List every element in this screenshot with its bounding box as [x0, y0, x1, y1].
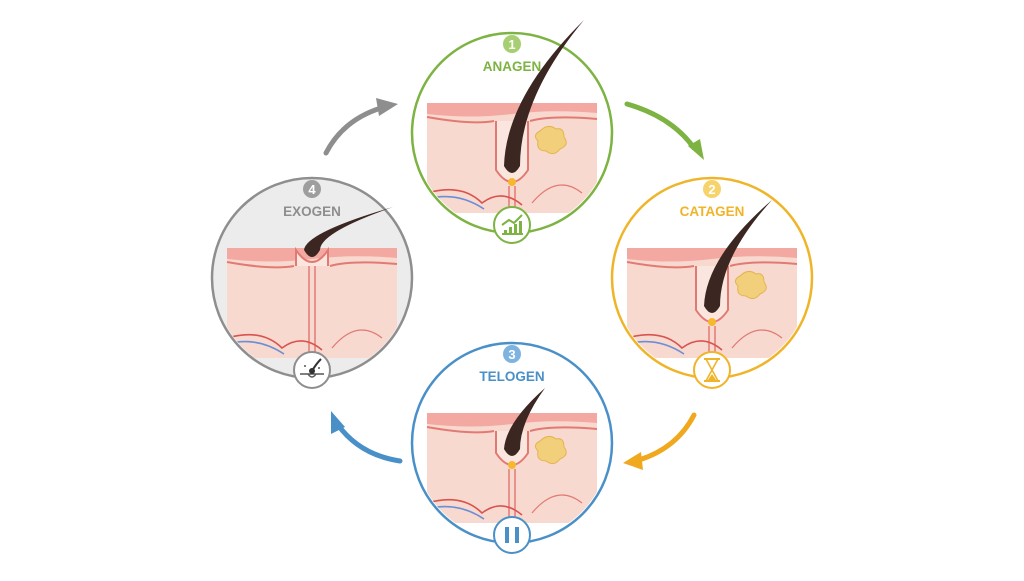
chart-bar-2 — [514, 224, 517, 234]
cycle-arrows — [323, 98, 704, 470]
telogen-icon-badge — [493, 516, 531, 554]
telogen-dermis-line-left — [426, 426, 495, 434]
anagen-number-badge — [503, 35, 521, 53]
anagen-vessel-red — [426, 188, 523, 206]
telogen-sebaceous-gland — [534, 435, 567, 465]
telogen-root-cord — [508, 469, 516, 523]
anagen-nerve — [531, 184, 583, 204]
exogen-hair-shaft — [304, 207, 393, 257]
hair-shedding-icon — [300, 358, 324, 378]
exogen-number-badge — [303, 180, 321, 198]
arrow-exogen-to-anagen — [323, 105, 384, 156]
exogen-number: 4 — [308, 182, 316, 197]
anagen-hair-shaft — [504, 20, 584, 173]
anagen-papilla — [508, 178, 516, 186]
arrow-anagen-to-catagen — [624, 101, 697, 151]
exogen-follicle — [295, 246, 329, 266]
anagen-number: 1 — [508, 37, 515, 52]
exogen-title: EXOGEN — [283, 204, 341, 219]
pause-icon — [505, 527, 519, 543]
hourglass-icon — [704, 358, 720, 382]
anagen-title: ANAGEN — [483, 59, 542, 74]
exogen-vessel-red — [226, 333, 323, 351]
catagen-title: CATAGEN — [680, 204, 745, 219]
exogen-dermis-line-right — [329, 261, 398, 267]
anagen-dermis-line-left — [426, 116, 495, 124]
arrow-catagen-to-telogen-head — [623, 452, 643, 470]
arrow-catagen-to-telogen — [636, 412, 697, 463]
catagen-hair-shaft — [704, 200, 772, 313]
chart-bar-0 — [504, 230, 507, 234]
telogen-nerve — [531, 494, 583, 514]
catagen-nerve — [731, 329, 783, 349]
catagen-number: 2 — [708, 182, 715, 197]
hourglass-body — [704, 358, 720, 382]
anagen-epidermis — [427, 103, 597, 117]
telogen-epidermis — [427, 413, 597, 427]
chart-bar-3 — [519, 221, 522, 234]
shedding-dot-right — [318, 367, 320, 369]
catagen-epidermis — [627, 248, 797, 262]
telogen-vessel-red — [426, 498, 523, 516]
chart-bar-1 — [509, 227, 512, 234]
hourglass-sand — [708, 374, 716, 380]
arrow-exogen-to-anagen-head — [376, 98, 398, 116]
growth-chart-icon — [501, 214, 523, 235]
telogen-dermis-line-right — [529, 426, 598, 432]
catagen-dermis-line-right — [729, 261, 798, 267]
shedding-follicle — [307, 373, 317, 378]
pause-bar-left — [505, 527, 509, 543]
anagen-dermis-line-right — [529, 116, 598, 122]
arrow-telogen-to-exogen — [335, 422, 403, 464]
pause-bar-right — [515, 527, 519, 543]
chart-trend-line — [501, 214, 523, 226]
exogen-nerve — [331, 329, 383, 349]
telogen-papilla — [508, 461, 516, 469]
anagen-sebaceous-gland — [534, 125, 567, 155]
catagen-dermis-line-left — [626, 261, 695, 269]
shedding-bulb — [309, 368, 315, 374]
telogen-number: 3 — [508, 347, 515, 362]
telogen-title: TELOGEN — [479, 369, 544, 384]
telogen-number-badge — [503, 345, 521, 363]
anagen-icon-badge — [493, 206, 531, 244]
telogen-hair-shaft — [504, 388, 545, 456]
catagen-sebaceous-gland — [734, 270, 767, 300]
catagen-vessel-red — [626, 333, 723, 351]
arrow-telogen-to-exogen-head — [331, 411, 345, 434]
exogen-skin-section — [226, 246, 398, 358]
shedding-dot-left — [304, 365, 306, 367]
catagen-number-badge — [703, 180, 721, 198]
arrow-anagen-to-catagen-head — [688, 139, 704, 160]
exogen-dermis-line-left — [226, 261, 295, 269]
catagen-skin-section — [626, 248, 798, 358]
catagen-papilla — [708, 318, 716, 326]
